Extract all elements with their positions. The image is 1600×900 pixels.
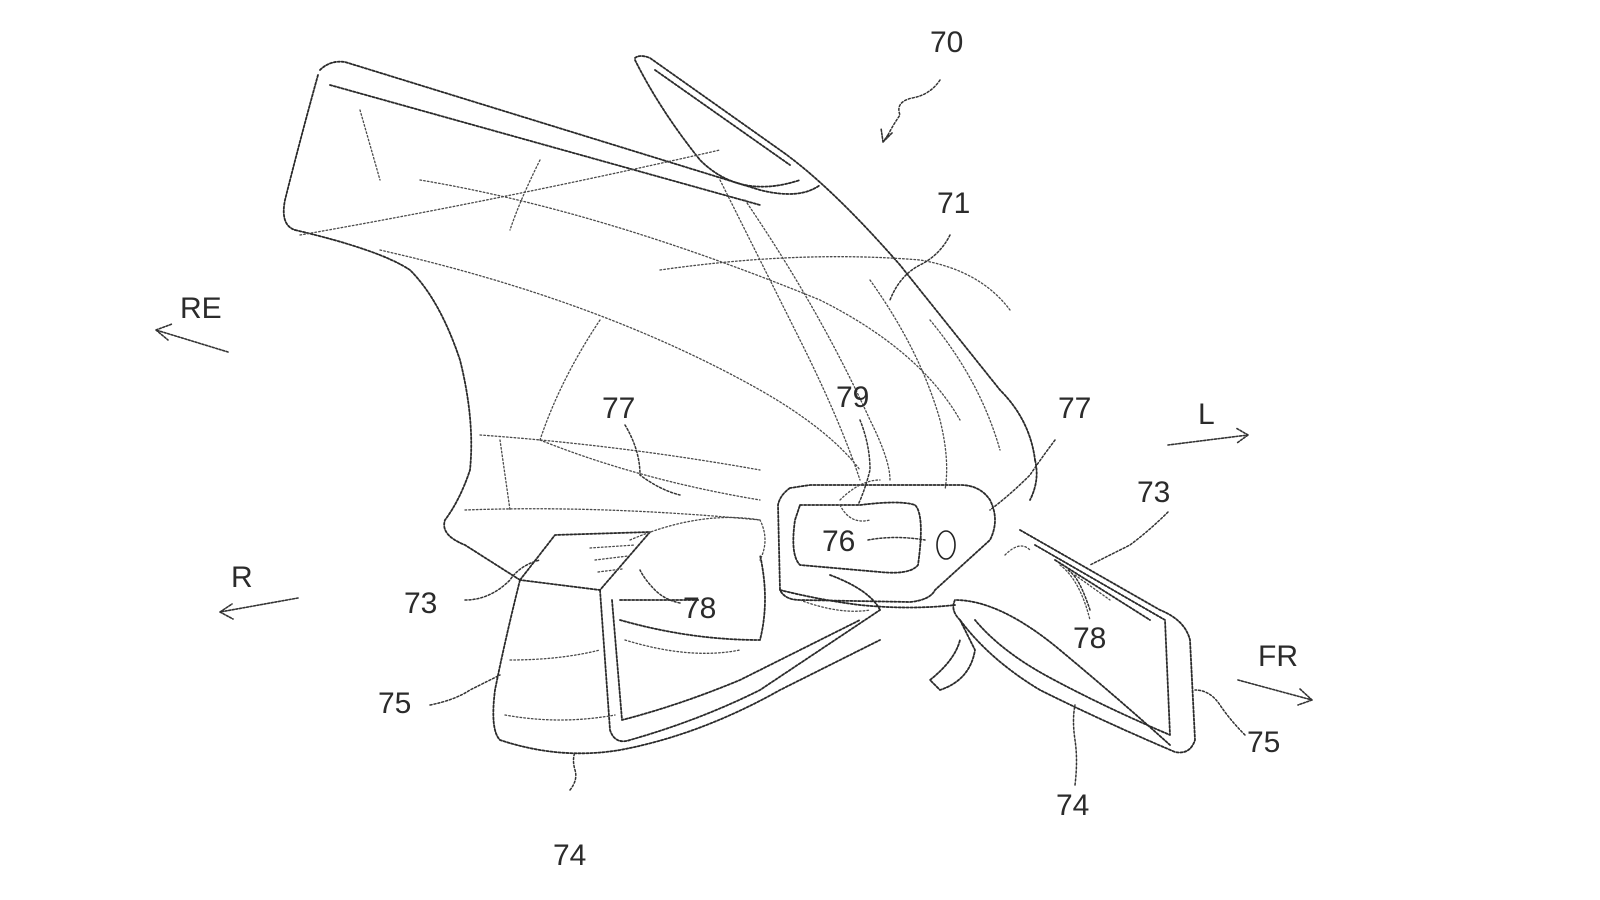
label-76: 76 xyxy=(822,525,855,558)
right-pad-assembly xyxy=(929,529,1196,754)
label-78-right: 78 xyxy=(1073,622,1106,655)
direction-label-front: FR xyxy=(1258,640,1298,673)
label-74-left: 74 xyxy=(553,839,586,872)
center-hole-79 xyxy=(936,530,956,560)
label-71: 71 xyxy=(937,187,970,220)
rear-arrow xyxy=(155,323,229,353)
label-74-right: 74 xyxy=(1056,789,1089,822)
label-75-right: 75 xyxy=(1247,726,1280,759)
bottom-strap xyxy=(779,574,956,612)
direction-label-right: R xyxy=(231,561,253,594)
label-77-right: 77 xyxy=(1058,392,1091,425)
center-window xyxy=(777,479,996,603)
direction-label-left: L xyxy=(1198,398,1215,431)
label-70: 70 xyxy=(930,26,963,59)
left-arrow xyxy=(1167,427,1249,446)
leader-lines xyxy=(429,79,1246,791)
label-78-left: 78 xyxy=(683,592,716,625)
right-arrow xyxy=(219,597,299,620)
left-pad-assembly xyxy=(492,516,881,755)
label-75-left: 75 xyxy=(378,687,411,720)
label-79: 79 xyxy=(836,381,869,414)
front-arrow xyxy=(1237,679,1313,706)
reference-labels: 70 71 77 79 77 73 76 73 78 78 75 75 74 7… xyxy=(378,26,1280,872)
label-73-left: 73 xyxy=(404,587,437,620)
direction-labels: RE L R FR xyxy=(180,292,1298,673)
label-73-right: 73 xyxy=(1137,476,1170,509)
direction-arrows xyxy=(155,323,1313,706)
direction-label-rear: RE xyxy=(180,292,222,325)
label-77-left: 77 xyxy=(602,392,635,425)
main-body-outline xyxy=(282,55,1038,581)
